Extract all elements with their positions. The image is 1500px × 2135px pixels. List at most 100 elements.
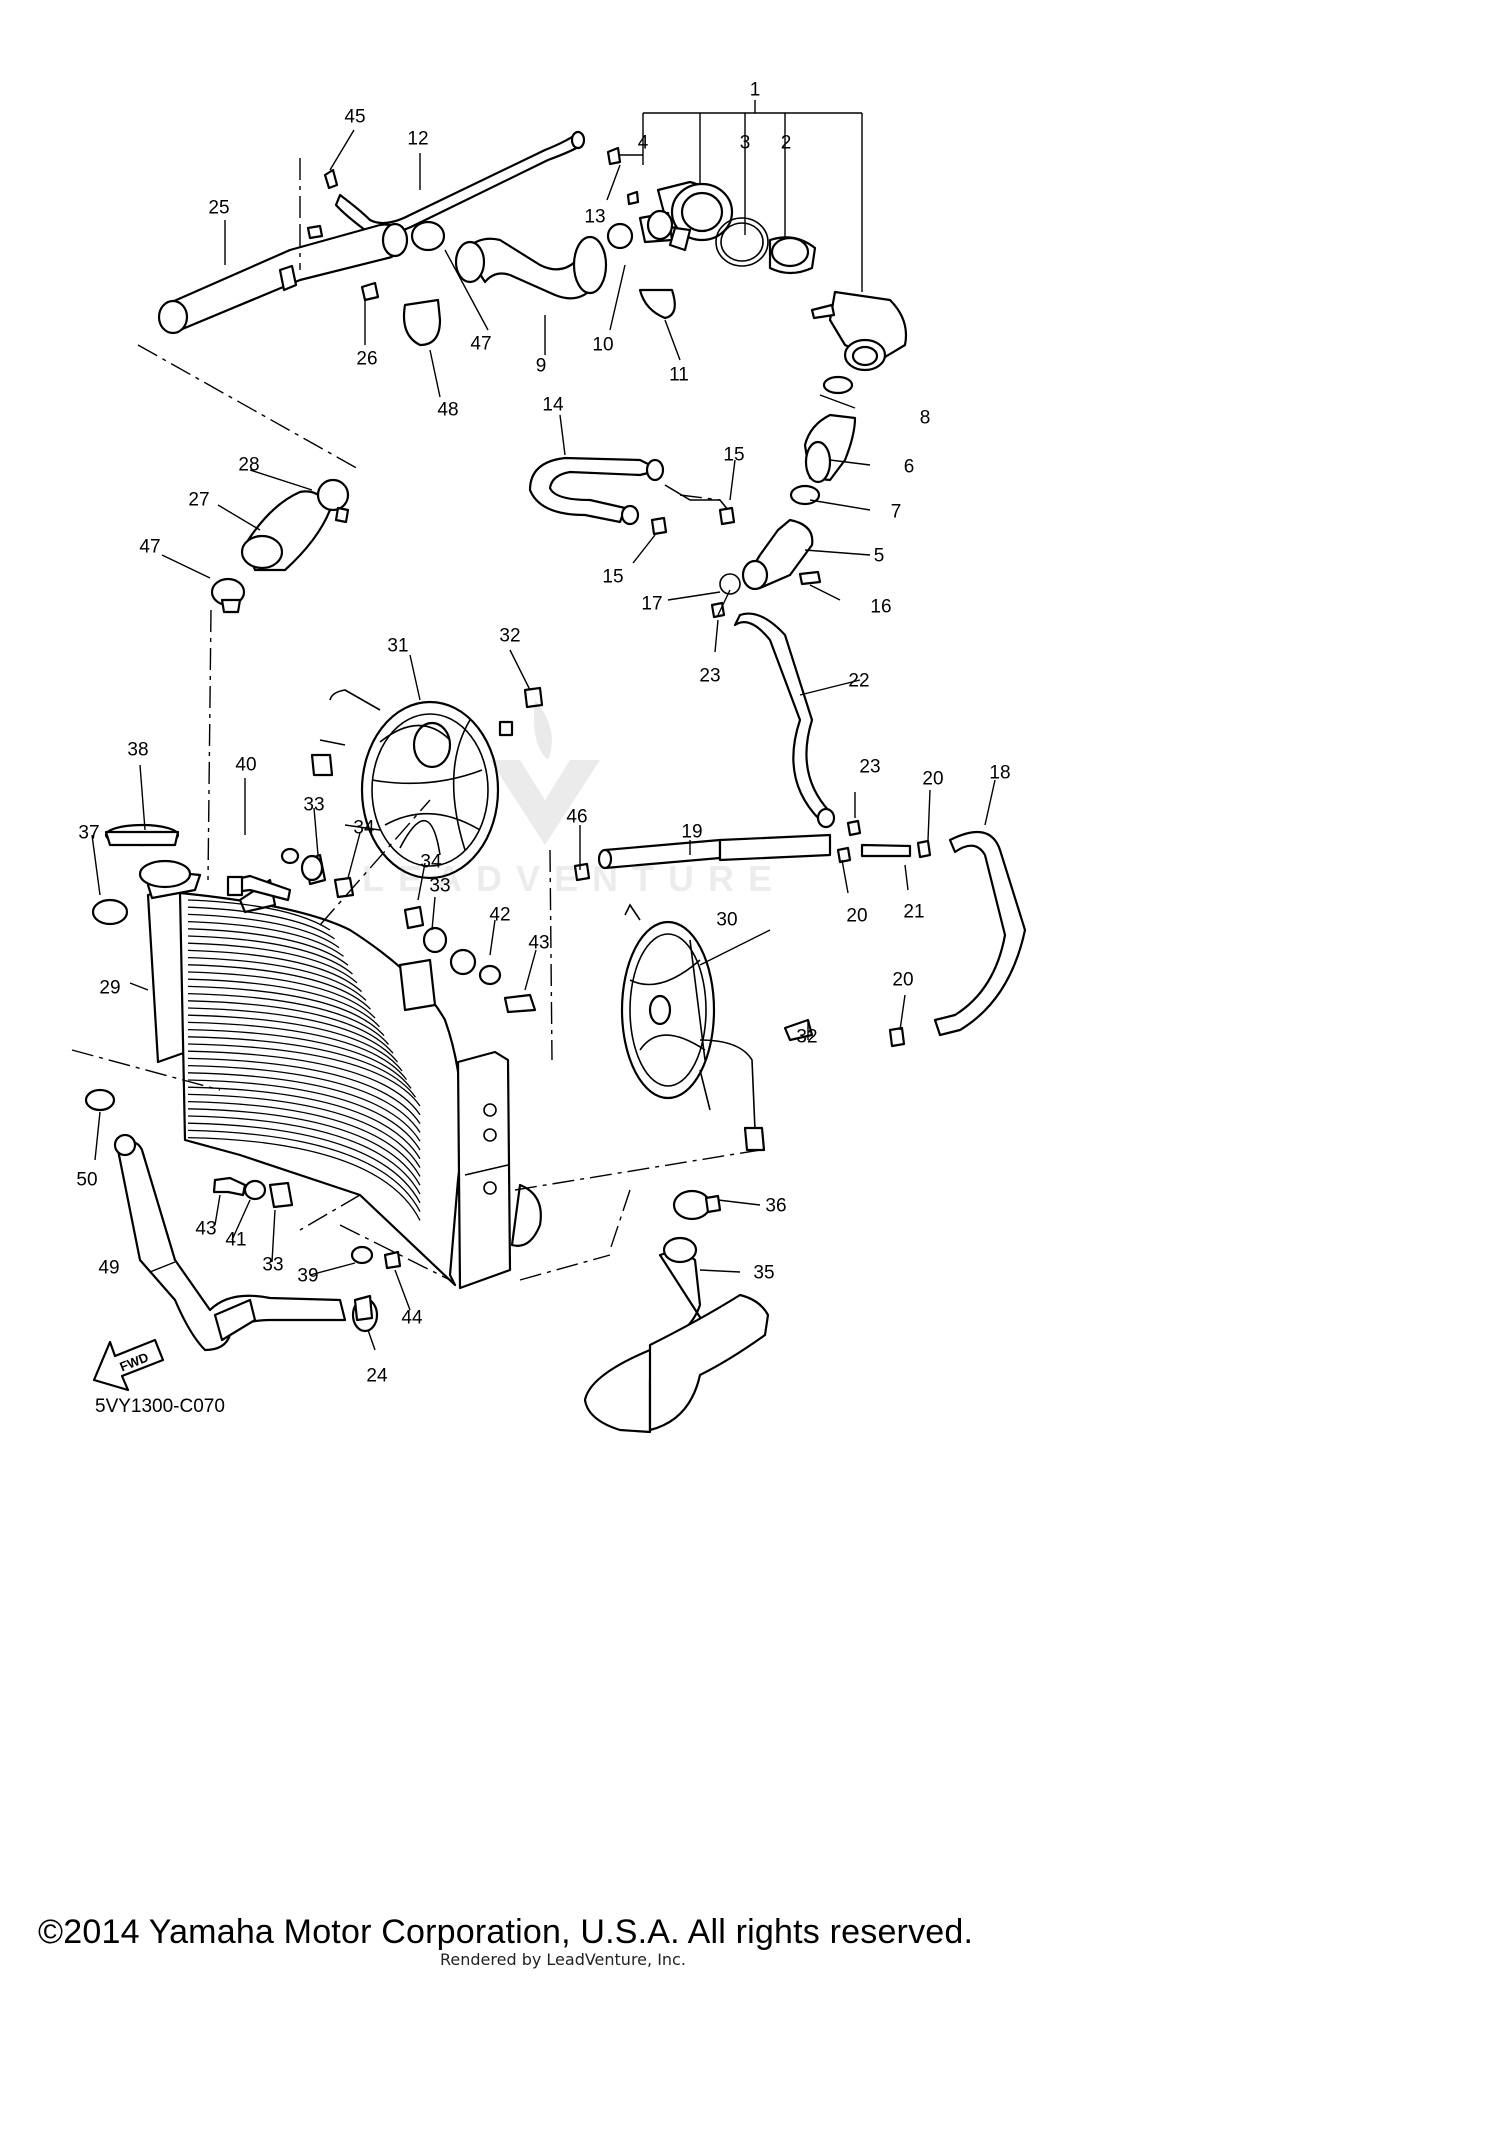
radiator-fin xyxy=(187,935,353,975)
callout-39: 39 xyxy=(297,1265,319,1287)
fwd-arrow-icon: FWD xyxy=(92,1338,165,1392)
radiator-fin xyxy=(187,913,340,949)
radiator-fin xyxy=(187,985,385,1037)
radiator-fin xyxy=(187,978,380,1028)
callout-2: 2 xyxy=(780,132,792,154)
callout-20-bottom: 20 xyxy=(892,969,914,991)
radiator-fin xyxy=(187,942,358,984)
callout-37: 37 xyxy=(78,822,100,844)
guide-lines xyxy=(71,158,761,1281)
watermark-text: LEADVENTURE xyxy=(362,858,787,899)
radiator-fin xyxy=(187,1043,421,1107)
callout-47-lower: 47 xyxy=(139,536,161,558)
radiator-fin xyxy=(187,992,389,1045)
thermostat-housing-assembly xyxy=(638,180,908,372)
callout-42: 42 xyxy=(489,904,511,926)
radiator-fin xyxy=(187,971,376,1019)
radiator-fin xyxy=(187,1028,412,1089)
callout-41: 41 xyxy=(225,1229,247,1251)
callout-1: 1 xyxy=(749,79,761,101)
callout-14: 14 xyxy=(542,394,564,416)
callout-15-upper: 15 xyxy=(723,444,745,466)
callout-28: 28 xyxy=(238,454,260,476)
radiator-fin xyxy=(187,1021,408,1080)
radiator-fin xyxy=(187,1000,394,1054)
callout-15-lower: 15 xyxy=(602,566,624,588)
radiator-fin xyxy=(187,1108,421,1186)
callout-34-middle: 34 xyxy=(420,851,442,873)
callout-30: 30 xyxy=(716,909,738,931)
callout-8: 8 xyxy=(919,407,931,429)
radiator-fin xyxy=(187,928,349,966)
small-hardware xyxy=(212,847,537,1270)
radiator-fin xyxy=(187,1057,421,1124)
radiator-fin xyxy=(187,1122,421,1204)
radiator-fin xyxy=(187,1007,399,1063)
radiator-fin xyxy=(187,1086,421,1160)
cooling-fan-upper xyxy=(310,686,544,880)
radiator-fin xyxy=(187,964,371,1010)
radiator-fin xyxy=(187,1014,403,1072)
callout-21: 21 xyxy=(903,901,925,923)
callout-10: 10 xyxy=(592,334,614,356)
callout-4: 4 xyxy=(637,132,649,154)
callout-43-right: 43 xyxy=(528,932,550,954)
callout-leaders xyxy=(91,129,996,1351)
callout-35: 35 xyxy=(753,1262,775,1284)
radiator-fin xyxy=(187,1093,421,1168)
callout-32-upper: 32 xyxy=(499,625,521,647)
callout-24: 24 xyxy=(366,1365,388,1387)
right-side-hoses xyxy=(528,375,862,837)
callout-3: 3 xyxy=(739,132,751,154)
callout-47-upper: 47 xyxy=(470,333,492,355)
radiator-fin xyxy=(187,956,367,1001)
callout-34-upper: 34 xyxy=(353,817,375,839)
radiator-fin xyxy=(187,1079,421,1151)
callout-20-top: 20 xyxy=(922,768,944,790)
callout-11: 11 xyxy=(669,364,689,386)
callout-12: 12 xyxy=(407,128,429,150)
rendered-by-credit: Rendered by LeadVenture, Inc. xyxy=(440,1950,686,1969)
callout-48: 48 xyxy=(437,399,459,421)
callout-19: 19 xyxy=(681,821,703,843)
radiator-fin xyxy=(187,1100,421,1177)
upper-hoses xyxy=(157,130,676,347)
callout-43-left: 43 xyxy=(195,1218,217,1240)
radiator-fin xyxy=(187,1115,421,1195)
radiator-fin xyxy=(187,1064,421,1133)
callout-45: 45 xyxy=(344,106,366,128)
callout-49: 49 xyxy=(98,1257,120,1279)
callout-33-middle: 33 xyxy=(429,875,451,897)
lower-hoses xyxy=(84,478,770,1434)
radiator-fin xyxy=(187,949,362,993)
callout-26: 26 xyxy=(356,348,378,370)
callout-6: 6 xyxy=(903,456,915,478)
callout-13: 13 xyxy=(584,206,606,228)
callout-23-upper: 23 xyxy=(699,665,721,687)
radiator-fin xyxy=(187,1050,421,1116)
radiator-fin xyxy=(187,906,335,940)
callout-16: 16 xyxy=(870,596,892,618)
radiator-parts-diagram: FWD 1 2 3 4 5 6 7 8 9 10 11 12 13 14 15 … xyxy=(71,79,1027,1434)
callout-18: 18 xyxy=(989,762,1011,784)
callout-38: 38 xyxy=(127,739,149,761)
radiator-fin xyxy=(187,1036,417,1098)
callout-32-lower: 32 xyxy=(796,1026,818,1048)
callout-25: 25 xyxy=(208,197,230,219)
callout-5: 5 xyxy=(873,545,885,567)
callout-50: 50 xyxy=(76,1169,98,1191)
callout-22: 22 xyxy=(848,670,870,692)
callout-9: 9 xyxy=(535,355,547,377)
copyright-notice: ©2014 Yamaha Motor Corporation, U.S.A. A… xyxy=(38,1913,974,1951)
group-1-bracket xyxy=(642,100,863,292)
radiator-fins xyxy=(187,899,421,1221)
callout-29: 29 xyxy=(99,977,121,999)
bypass-hoses xyxy=(573,830,1027,1048)
callout-27: 27 xyxy=(188,489,210,511)
watermark-logo xyxy=(490,700,600,845)
radiator-fin xyxy=(187,1129,421,1212)
callout-20-middle: 20 xyxy=(846,905,868,927)
callout-46: 46 xyxy=(566,806,588,828)
callout-17: 17 xyxy=(641,593,663,615)
radiator-fin xyxy=(187,920,344,957)
